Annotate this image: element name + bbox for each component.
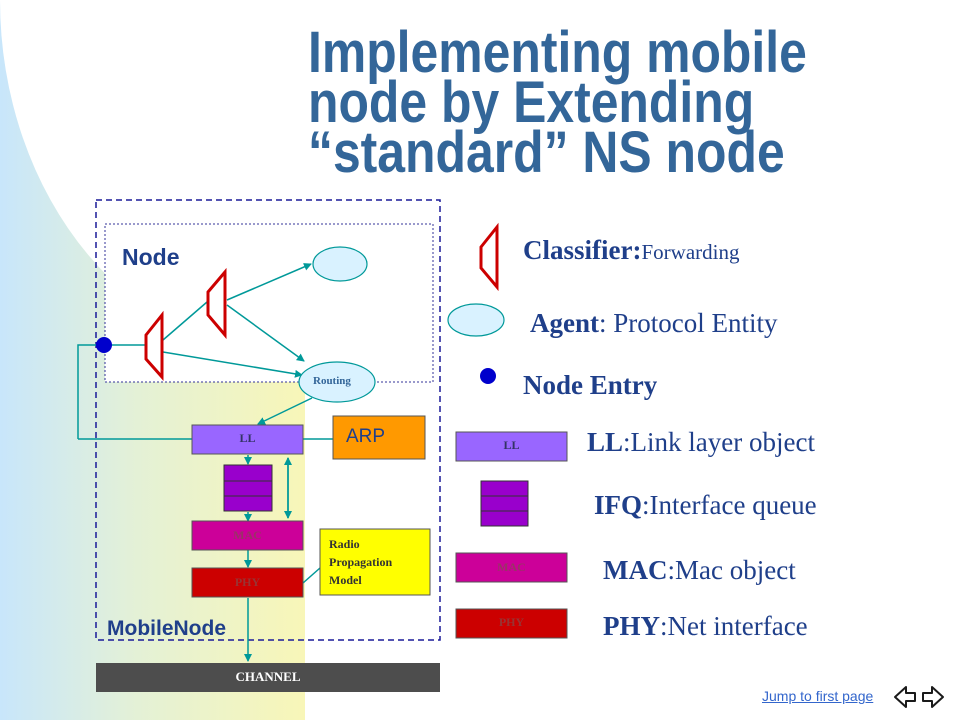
slide-title: Implementing mobile node by Extending “s…	[308, 20, 858, 185]
radio-line-2: Propagation	[329, 555, 393, 569]
legend-node-entry-icon	[480, 368, 496, 384]
mobilenode-boundary	[95, 199, 441, 641]
legend-classifier-desc: Forwarding	[641, 240, 740, 264]
legend-mac-desc: Mac object	[675, 555, 796, 585]
legend-agent-term: Agent	[530, 308, 599, 338]
arp-label: ARP	[346, 426, 386, 447]
classifier-shape-1	[144, 310, 164, 381]
channel-label: CHANNEL	[235, 669, 301, 684]
legend-agent-icon	[447, 303, 505, 337]
legend-ll-desc: Link layer object	[630, 427, 815, 457]
legend-phy: PHY:Net interface	[603, 611, 808, 641]
legend-node-entry: Node Entry	[523, 370, 657, 401]
channel-bar	[96, 663, 440, 692]
arrow-forward-icon	[922, 686, 944, 708]
legend-mac: MAC:Mac object	[603, 555, 796, 585]
routing-label: Routing	[313, 375, 351, 387]
routing-agent	[298, 361, 376, 403]
legend-ll-box	[455, 431, 568, 462]
title-line-3: “standard” NS node	[308, 120, 785, 185]
legend-mac-term: MAC	[603, 555, 668, 585]
phy-box	[191, 567, 304, 598]
back-button[interactable]	[892, 684, 918, 710]
legend-ll-icon-label: LL	[503, 438, 520, 452]
legend-ifq: IFQ:Interface queue	[594, 490, 817, 520]
title-line-1: Implementing mobile	[308, 20, 807, 85]
legend-mac-box	[455, 552, 568, 583]
legend-mac-icon-label: MAC	[497, 560, 526, 574]
legend-phy-desc: Net interface	[667, 611, 808, 641]
jump-to-first-page-link[interactable]: Jump to first page	[762, 688, 874, 704]
radio-propagation-label: Radio Propagation Model	[329, 535, 392, 589]
radio-line-1: Radio	[329, 537, 360, 551]
ifq-stack	[223, 464, 273, 512]
legend-phy-icon-label: PHY	[498, 615, 525, 629]
legend-classifier-icon	[479, 222, 499, 292]
forward-button[interactable]	[920, 684, 946, 710]
legend-node-entry-term: Node Entry	[523, 370, 658, 400]
mac-label: MAC	[233, 528, 262, 542]
legend-phy-term: PHY	[603, 611, 660, 641]
legend-ll: LL:Link layer object	[587, 427, 815, 457]
node-label: Node	[122, 244, 180, 270]
legend-agent: Agent: Protocol Entity	[530, 308, 778, 338]
phy-label: PHY	[234, 575, 261, 589]
legend-classifier: Classifier:Forwarding	[523, 235, 740, 265]
ll-label: LL	[239, 431, 256, 445]
legend-classifier-term: Classifier	[523, 235, 633, 265]
classifier-shape-2	[206, 267, 227, 340]
legend-ifq-stack	[480, 480, 529, 527]
radio-line-3: Model	[329, 573, 362, 587]
mac-box	[191, 520, 304, 551]
connector-lines	[77, 263, 333, 662]
ll-box	[191, 424, 304, 455]
title-line-2: node by Extending	[308, 70, 755, 135]
mobilenode-label: MobileNode	[107, 617, 226, 640]
legend-ifq-desc: Interface queue	[649, 490, 817, 520]
legend-ll-term: LL	[587, 427, 624, 457]
arp-box	[332, 415, 426, 460]
legend-ifq-term: IFQ	[594, 490, 643, 520]
radio-propagation-box	[319, 528, 431, 596]
legend-agent-desc: Protocol Entity	[606, 308, 778, 338]
arrow-back-icon	[894, 686, 916, 708]
node-entry-dot	[96, 337, 112, 353]
legend-phy-box	[455, 608, 568, 639]
agent-ellipse	[312, 246, 368, 282]
